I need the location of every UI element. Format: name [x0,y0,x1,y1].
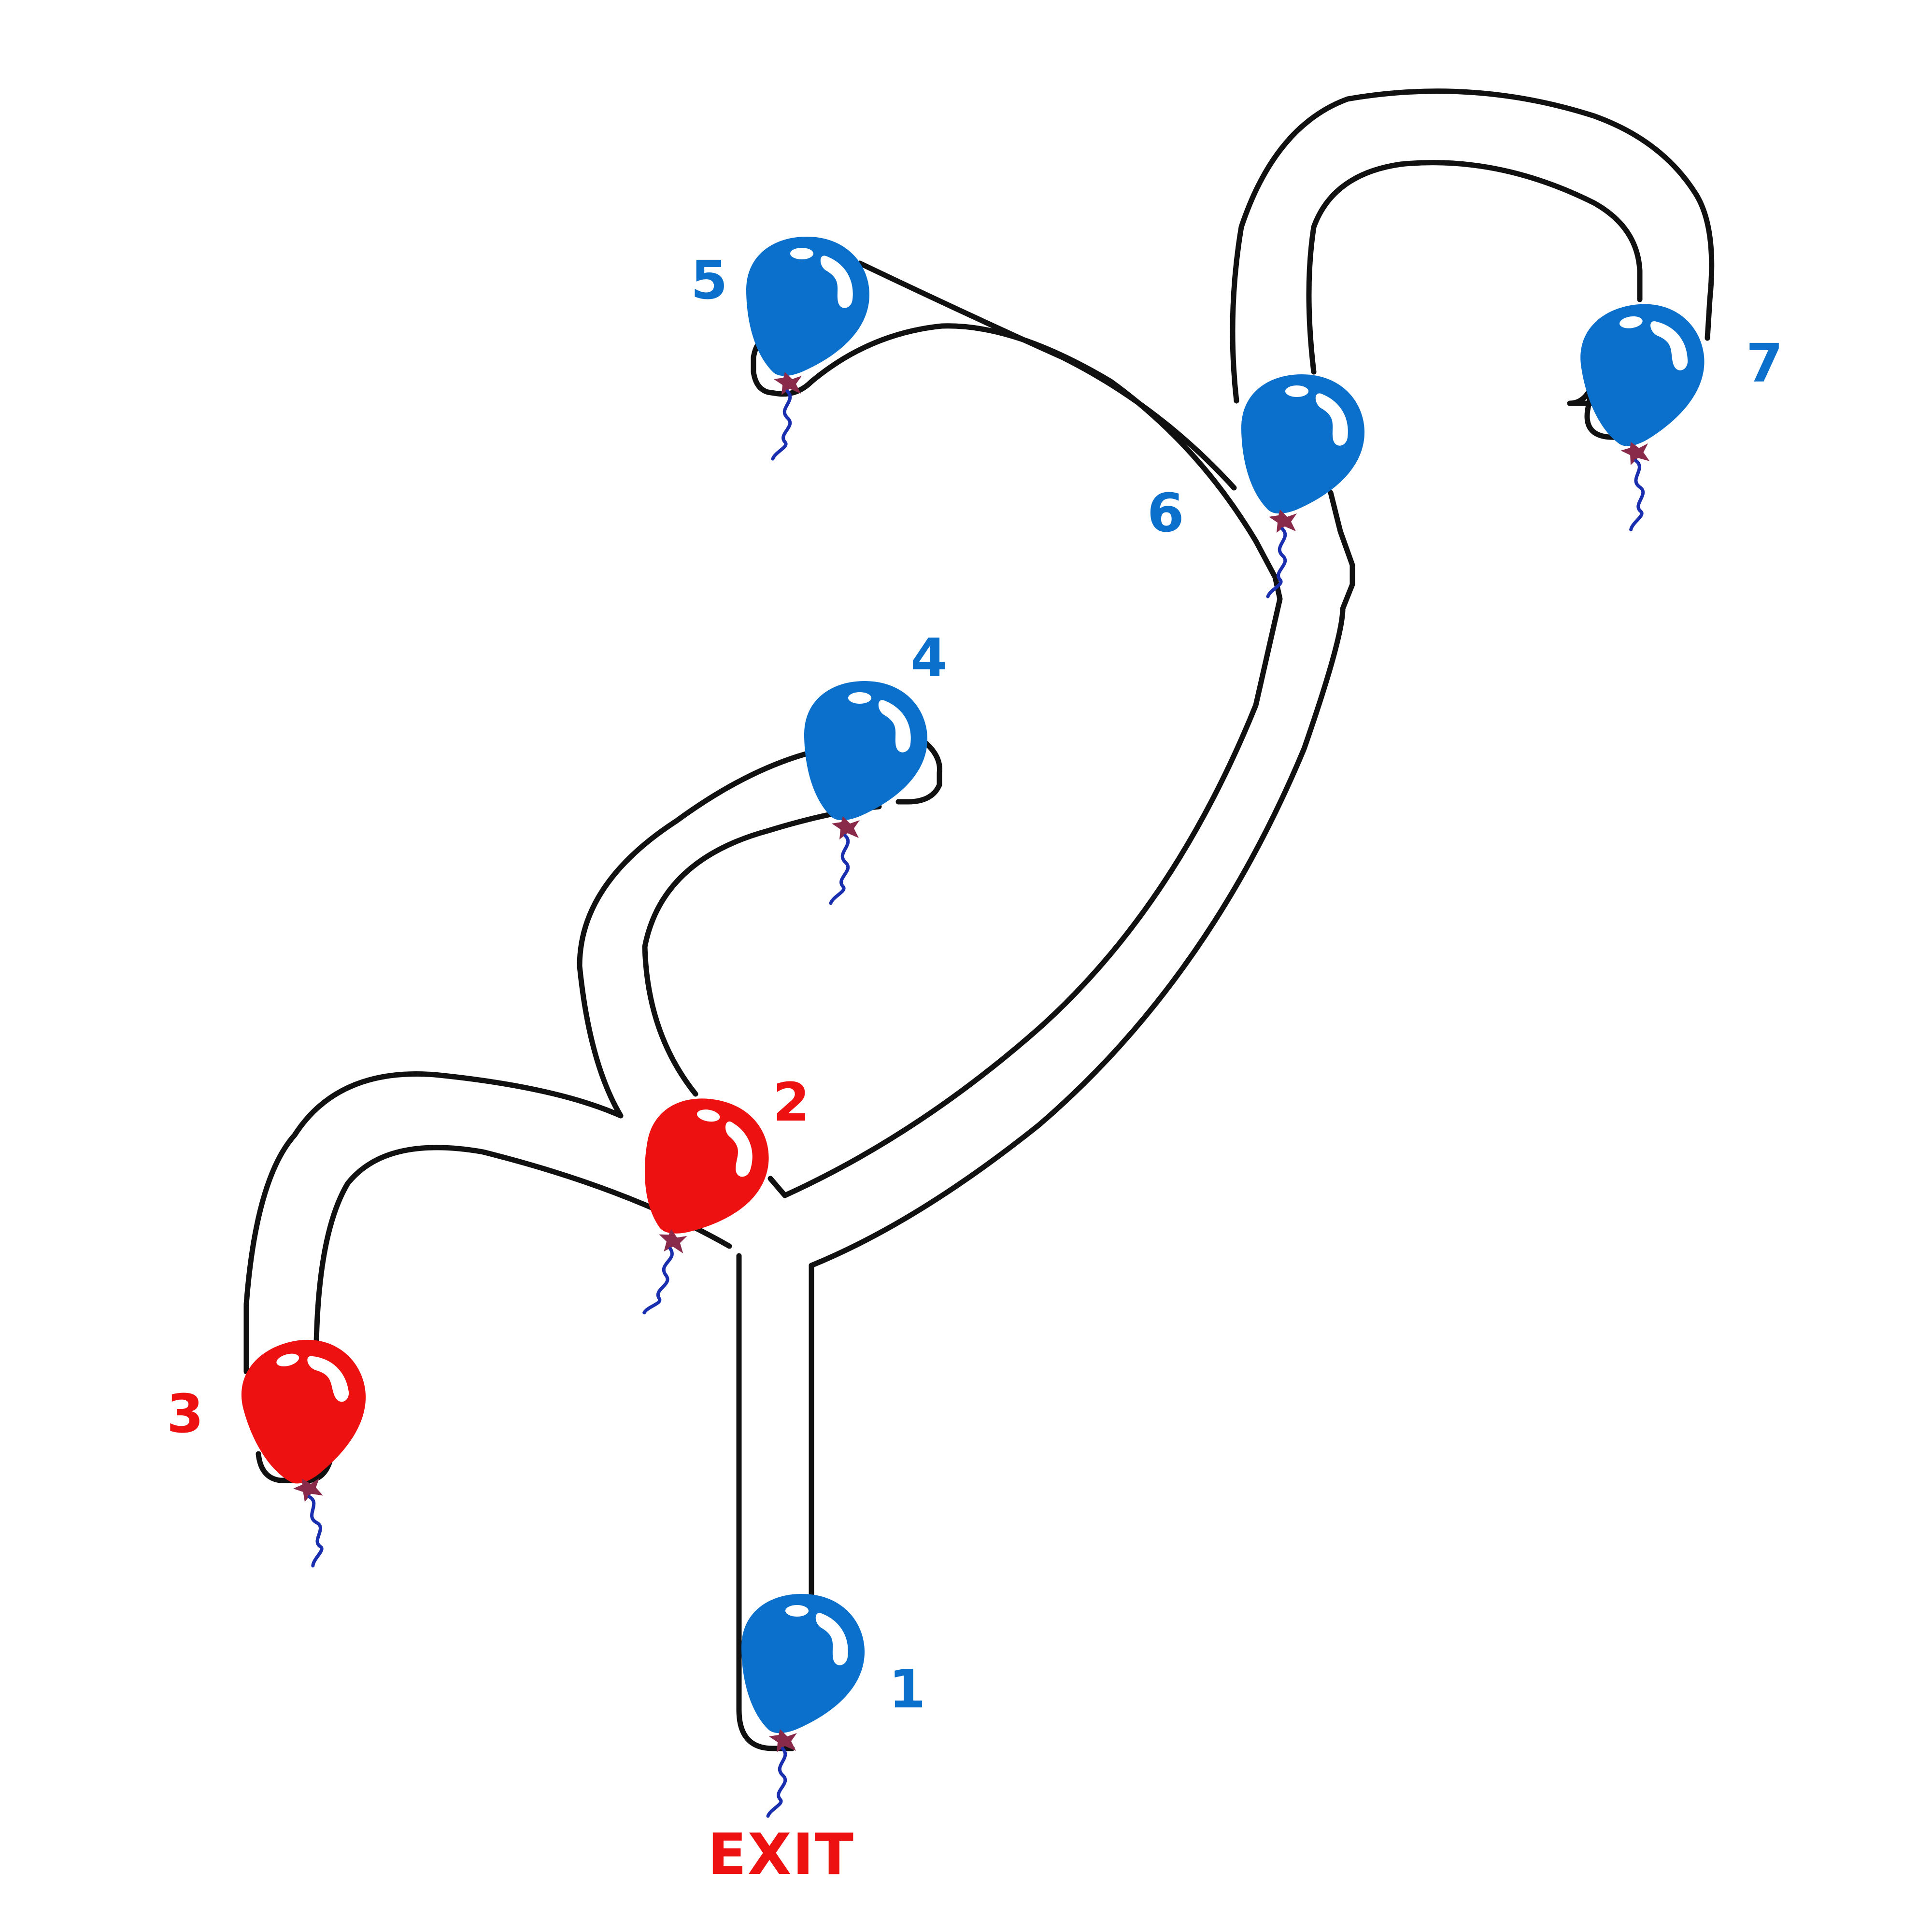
balloon-1 [741,1594,865,1818]
balloon-icon [1580,304,1705,446]
balloon-number-5: 5 [691,249,728,311]
exit-label: EXIT [708,1821,854,1888]
string-icon [1629,459,1645,532]
wall-branch7-outer [1230,88,1715,404]
wall-branch3-outer [243,1071,624,1375]
balloon-shine [307,1356,349,1402]
balloon-labels: 1 2 3 4 5 6 7 EXIT [167,249,1783,1888]
wall-stem-left [736,1253,795,1751]
balloon-highlight [696,1109,720,1122]
balloon-4 [804,681,927,905]
wall-branch3-inner [313,1145,732,1346]
string-icon [829,834,850,905]
balloon-highlight [1619,316,1643,328]
wall-main-inner [767,538,1283,1198]
string-icon [766,1747,787,1818]
wall-branch4-cap [895,734,942,805]
string-icon [642,1247,674,1315]
star-knot-icon [774,372,802,395]
balloon-shine [725,1121,753,1177]
star-knot-icon [769,1729,797,1752]
maze-walls [243,88,1715,1751]
balloon-number-2: 2 [773,1071,810,1133]
star-knot-icon [293,1478,323,1502]
star-knot-icon [659,1229,687,1253]
balloon-highlight [848,692,871,704]
balloon-highlight [1285,385,1308,397]
balloon-number-1: 1 [889,1658,926,1720]
wall-branch5-outer [857,260,1237,491]
balloon-shine [815,1613,848,1665]
wall-branch7-inner [1306,160,1643,375]
balloon-number-3: 3 [167,1383,204,1445]
balloon-shine [1315,393,1348,446]
balloon-highlight [790,248,813,259]
wall-main-outer [809,490,1355,1268]
balloon-shine [1650,321,1688,370]
star-knot-icon [1269,510,1297,533]
star-knot-icon [1620,441,1650,466]
balloon-shine [820,256,853,308]
balloon-7 [1580,304,1705,532]
balloon-2 [642,1098,769,1315]
string-icon [771,389,792,461]
balloon-icon [241,1339,366,1484]
balloon-5 [746,237,869,461]
balloon-number-6: 6 [1147,482,1184,544]
string-icon [1266,527,1287,598]
wall-branch5-inner [751,323,1259,544]
balloon-6 [1241,374,1364,598]
balloon-highlight [785,1605,809,1617]
balloon-3 [241,1339,366,1568]
string-icon [308,1495,324,1568]
wall-branch4-outer [577,748,819,1119]
balloon-number-7: 7 [1746,332,1783,394]
balloon-layer [241,237,1705,1818]
star-knot-icon [832,816,860,839]
balloon-shine [878,700,911,753]
balloon-highlight [276,1353,299,1366]
balloon-number-4: 4 [910,627,948,689]
wall-branch4-inner [642,804,882,1097]
